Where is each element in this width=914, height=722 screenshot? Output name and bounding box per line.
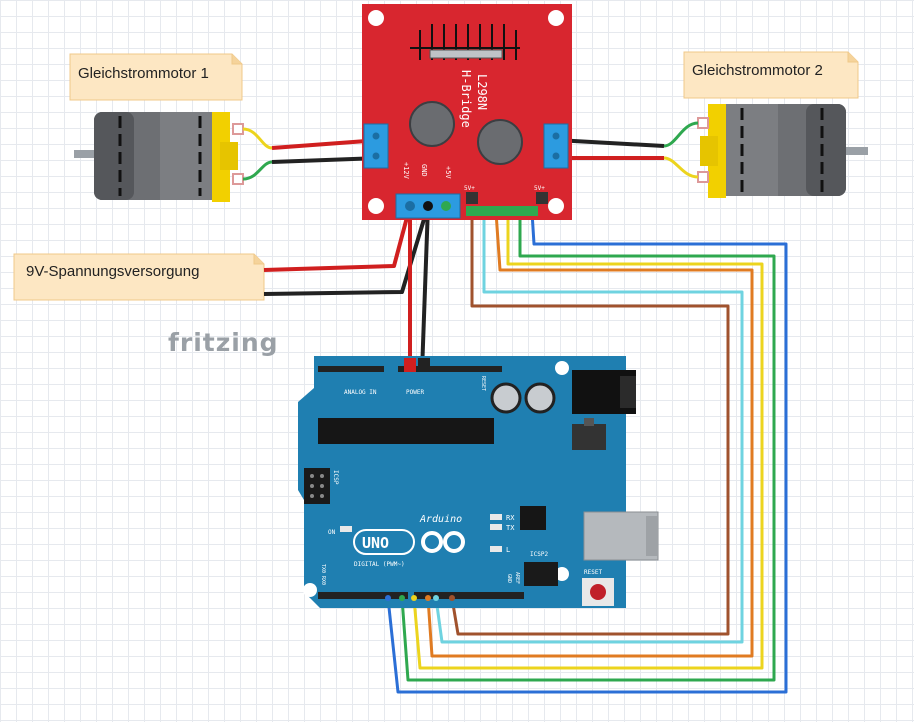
wire-signal-blue <box>386 211 788 694</box>
arduino-power-header <box>318 366 502 372</box>
motor2-shaft <box>846 147 868 155</box>
wire-signal-cyan <box>434 212 744 644</box>
txrx-label: TX0 RX0 <box>320 564 326 585</box>
analog-in-label: ANALOG IN <box>344 389 377 396</box>
arduino-model: UNO <box>362 534 389 552</box>
digital-header-high <box>414 592 524 599</box>
arduino-brand: Arduino <box>419 514 462 525</box>
wire-endpoints <box>385 595 455 601</box>
motor2-label: Gleichstrommotor 2 <box>692 62 823 79</box>
pin-5v-label: +5V <box>444 166 452 179</box>
wire-signal-yellow <box>412 212 764 670</box>
reset-btn-label: RESET <box>584 569 602 576</box>
wire-supply-black <box>263 205 430 296</box>
header-5v-left: 5V+ <box>464 185 475 192</box>
l-label: L <box>506 546 510 554</box>
motor-leads <box>242 121 699 181</box>
infinity-icon <box>421 531 465 553</box>
note-motor2: Gleichstrommotor 2 <box>683 51 859 99</box>
wire-signal-orange <box>426 211 754 658</box>
terminal-motor-a <box>363 123 389 169</box>
rx-label: RX <box>506 514 515 522</box>
on-label: ON <box>328 529 336 536</box>
icsp-header <box>304 468 330 504</box>
power-label: POWER <box>406 389 424 396</box>
wire-supply-red <box>263 205 412 272</box>
gnd-label: GND <box>506 574 512 583</box>
fritzing-logo: fritzing <box>168 328 279 357</box>
aref-label: AREF <box>514 572 520 584</box>
note-motor1: Gleichstrommotor 1 <box>69 53 243 101</box>
tx-label: TX <box>506 524 515 532</box>
digital-header-low <box>318 592 408 599</box>
l298n-driver: L298N H-Bridge +12V GND +5V 5V+ 5V+ <box>362 4 572 220</box>
heatsink <box>410 24 520 60</box>
wire-gnd-black <box>420 205 430 373</box>
terminal-motor-b <box>543 123 569 169</box>
wire-signal-green <box>400 212 776 682</box>
wire-signal-brown <box>450 212 730 636</box>
icsp-label: ICSP <box>332 470 339 485</box>
motor-2 <box>697 104 868 198</box>
driver-signal-header <box>466 192 548 216</box>
driver-chip-label: L298N <box>475 74 489 110</box>
wire-motor2-black <box>555 138 665 148</box>
motor-1 <box>74 112 244 202</box>
atmega-chip <box>318 418 494 444</box>
pin-12v-label: +12V <box>402 162 410 180</box>
header-5v-right: 5V+ <box>534 185 545 192</box>
motor1-label: Gleichstrommotor 1 <box>78 65 209 82</box>
reset-label: RESET <box>480 376 486 391</box>
motor1-shaft <box>74 150 96 158</box>
icsp2-label: ICSP2 <box>530 551 548 558</box>
power-supply-label: 9V-Spannungsversorgung <box>26 263 199 280</box>
arduino-uno: ANALOG IN POWER RESET ICSP ON RX TX L Ar… <box>298 356 659 608</box>
pin-gnd-label: GND <box>420 164 428 177</box>
driver-type-label: H-Bridge <box>459 70 473 128</box>
usb-port <box>583 511 659 561</box>
note-power-supply: 9V-Spannungsversorgung <box>13 253 265 301</box>
icsp2-header <box>524 562 558 586</box>
digital-label: DIGITAL (PWM~) <box>354 561 405 568</box>
